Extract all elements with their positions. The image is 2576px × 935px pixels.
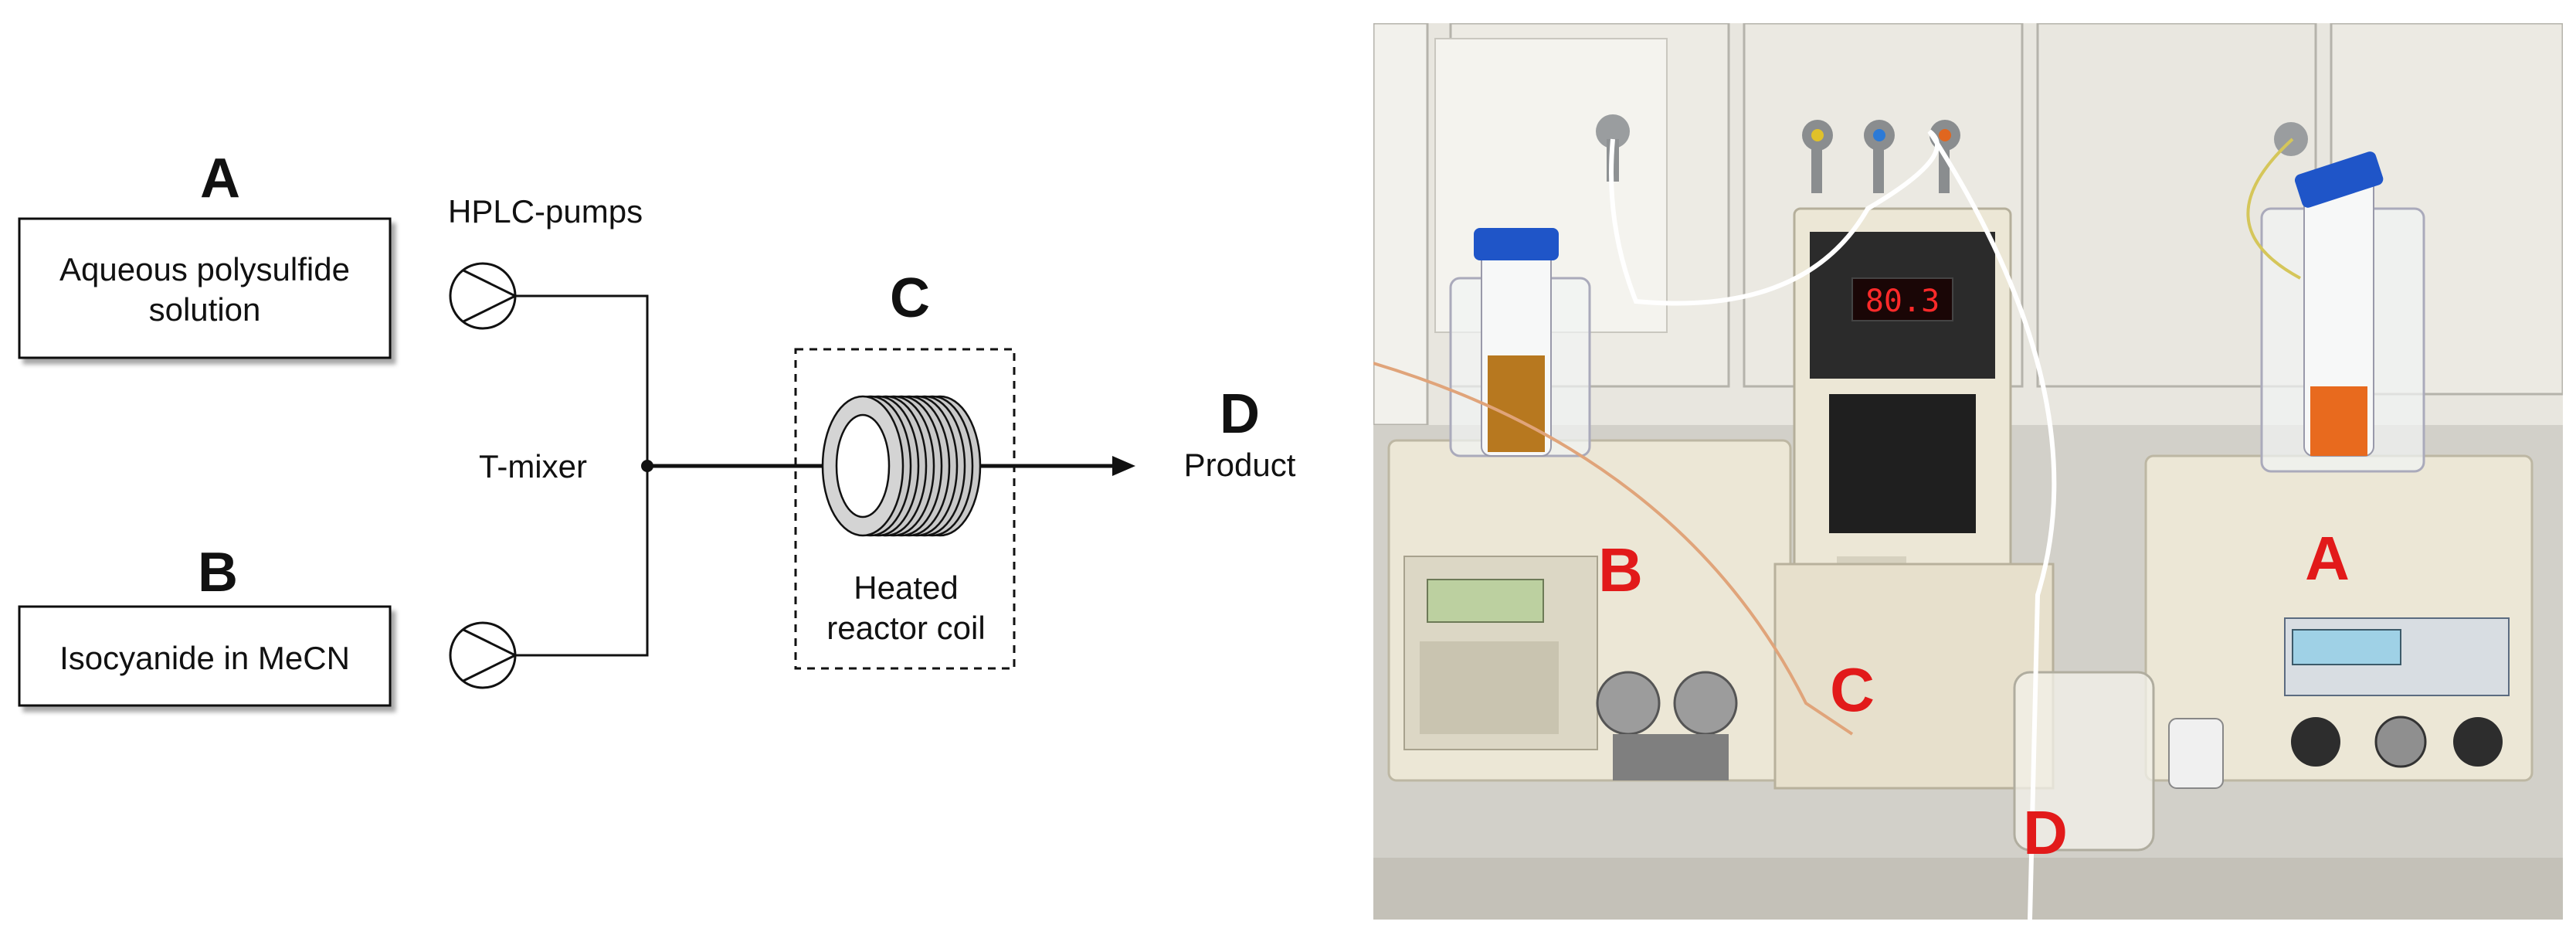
feed-a-label-line1: Aqueous polysulfide <box>59 251 350 287</box>
feed-b-letter: B <box>198 542 238 604</box>
product-letter: D <box>1220 383 1260 445</box>
product-arrowhead-icon <box>1112 456 1135 476</box>
photo-label-d: D <box>2023 798 2068 867</box>
line-a-to-mixer <box>515 294 649 466</box>
heater-base-unit <box>1773 563 2055 790</box>
pump-a-unit <box>2144 454 2534 789</box>
reservoir-a-icon <box>2260 151 2425 473</box>
flow-schematic: A Aqueous polysulfide solution B Isocyan… <box>18 148 1296 707</box>
photo-label-a: A <box>2305 524 2350 593</box>
reactor-coil-icon <box>821 395 982 537</box>
reactor-letter: C <box>890 267 930 329</box>
product-label: Product <box>1184 447 1296 483</box>
setup-photo: 80.3 B A <box>1373 23 2563 920</box>
product-beaker-icon <box>2013 671 2155 852</box>
feed-b-label: Isocyanide in MeCN <box>59 640 350 676</box>
reactor-label-line2: reactor coil <box>826 610 985 646</box>
reactor-label-line1: Heated <box>854 570 958 606</box>
tubing-line <box>1609 129 2057 920</box>
t-mixer-label: T-mixer <box>479 448 587 484</box>
feed-a-box <box>18 217 392 359</box>
line-b-to-mixer <box>515 466 649 657</box>
pump-b-unit <box>1387 439 1792 782</box>
feed-a-label-line2: solution <box>149 291 261 328</box>
pump-b-icon <box>449 621 517 689</box>
temperature-controller-unit: 80.3 <box>1793 207 2012 597</box>
reactor-dashed-box <box>794 348 1016 670</box>
temperature-display: 80.3 <box>1865 284 1940 319</box>
pumps-label: HPLC-pumps <box>448 193 643 230</box>
reservoir-b-icon <box>1449 228 1591 457</box>
tubing-line-orange <box>1373 362 1854 736</box>
feed-b-box <box>18 605 392 707</box>
tubing-line-yellow <box>2246 138 2301 280</box>
pump-a-icon <box>449 262 517 330</box>
photo-label-b: B <box>1598 536 1643 604</box>
feed-a-letter: A <box>200 148 240 209</box>
photo-label-c: C <box>1830 655 1875 724</box>
